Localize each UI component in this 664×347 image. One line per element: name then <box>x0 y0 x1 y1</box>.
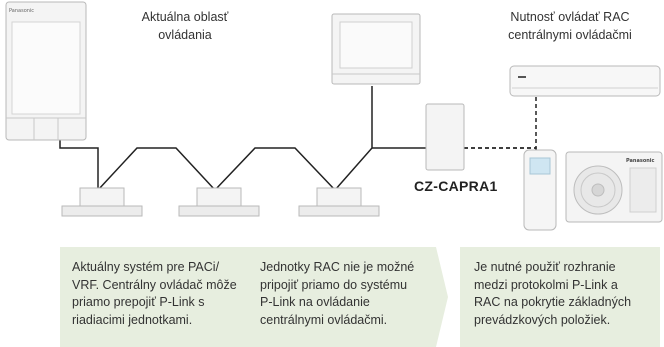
info-line: pripojiť priamo do systému <box>260 277 408 292</box>
indoor-cassette-unit <box>61 187 143 217</box>
device-label: CZ-CAPRA1 <box>414 178 498 194</box>
info-line: Jednotky RAC nie je možné <box>260 260 415 274</box>
rac-outdoor-unit: Panasonic <box>565 151 663 223</box>
rac-wire-dashed <box>464 95 537 149</box>
info-line: Aktuálny systém pre PACi/ <box>72 260 220 274</box>
heading-line: ovládania <box>158 28 212 42</box>
info-line: Je nutné použiť rozhranie <box>474 260 616 274</box>
wall-controller <box>331 13 421 85</box>
heading-line: centrálnymi ovládačmi <box>508 28 632 42</box>
heading-line: Aktuálna oblasť <box>141 10 229 24</box>
p-link-wire <box>214 147 336 191</box>
p-link-wire <box>334 86 373 191</box>
info-line: RAC na pokrytie základných <box>474 295 632 309</box>
central-controller-panel: Panasonic <box>5 1 87 141</box>
rac-need-heading: Nutnosť ovládať RAC centrálnymi ovládačm… <box>480 8 660 44</box>
indoor-cassette-unit <box>298 187 380 217</box>
current-control-area-heading: Aktuálna oblasť ovládania <box>110 8 260 44</box>
p-link-wire <box>97 147 216 191</box>
svg-text:Panasonic: Panasonic <box>626 158 655 164</box>
heading-line: Nutnosť ovládať RAC <box>510 10 630 24</box>
system-diagram: Panasonic Panasonic <box>5 1 663 231</box>
info-line: VRF. Centrálny ovládač môže <box>72 277 237 292</box>
info-line: centrálnymi ovládačmi. <box>260 312 388 327</box>
rac-wall-indoor-unit <box>509 65 661 97</box>
info-box-interface-solution: Je nutné použiť rozhranie medzi protokol… <box>460 247 660 347</box>
rac-wiring <box>464 95 537 204</box>
info-line: prevádzkových položiek. <box>474 312 611 327</box>
indoor-cassette-unit <box>178 187 260 217</box>
info-line: priamo prepojiť P-Link s <box>72 295 205 309</box>
info-line: medzi protokolmi P-Link a <box>474 277 618 292</box>
remote-controller <box>523 149 557 231</box>
info-line: riadiacimi jednotkami. <box>72 312 193 327</box>
cz-capra1-device <box>425 103 465 171</box>
info-box-rac-limitation: Jednotky RAC nie je možné pripojiť priam… <box>234 247 448 347</box>
svg-text:Panasonic: Panasonic <box>9 8 34 14</box>
p-link-wiring <box>59 86 426 191</box>
info-box-current-system: Aktuálny systém pre PACi/ VRF. Centrálny… <box>60 247 250 347</box>
info-line: P-Link na ovládanie <box>260 295 370 309</box>
